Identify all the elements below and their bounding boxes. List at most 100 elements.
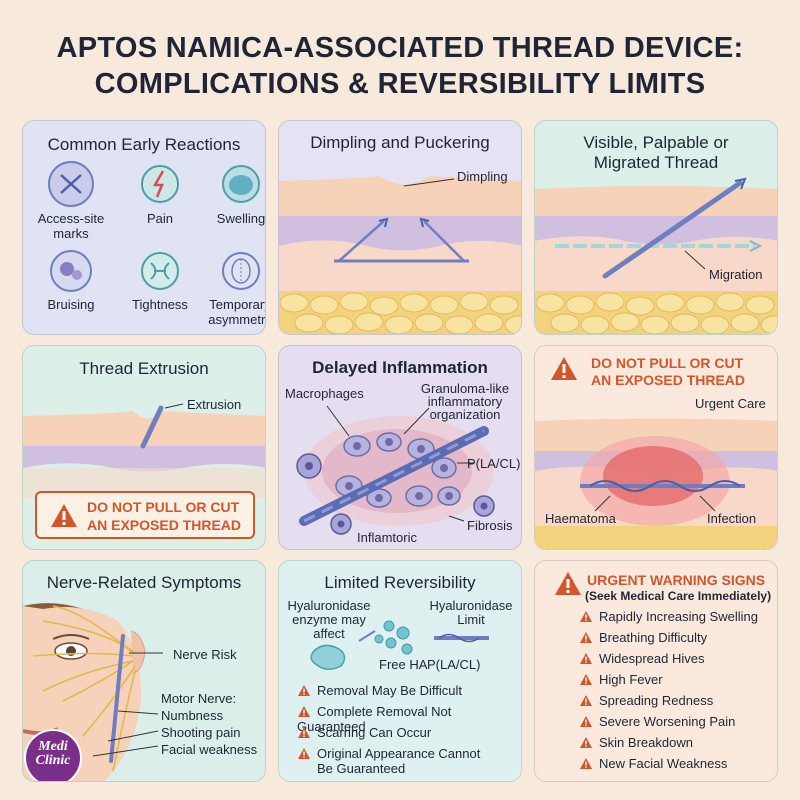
enzyme-line2: enzyme may (292, 612, 366, 627)
warning-icon (579, 694, 593, 707)
panel-migrated-thread: Visible, Palpable or Migrated Thread Mig… (534, 120, 778, 335)
panel-delayed-inflammation: Delayed Inflammation Macrophages Granulo… (278, 345, 522, 550)
warning-sign-item: Breathing Difficulty (579, 630, 707, 645)
enzyme-icon (310, 644, 346, 670)
sign-text: Rapidly Increasing Swelling (599, 609, 758, 624)
point-text: Complete Removal Not Guaranteed (297, 704, 452, 734)
enzyme-line3: affect (313, 626, 345, 641)
panel-title: Limited Reversibility (324, 573, 476, 592)
inflammation-diagram (296, 405, 495, 535)
warning-sign-item: New Facial Weakness (579, 756, 727, 771)
sign-text: Severe Worsening Pain (599, 714, 736, 729)
panel-nerve-symptoms: Nerve-Related Symptoms Nerve Risk Motor … (22, 560, 266, 782)
warning-icon (579, 757, 593, 770)
panel-haematoma-infection: DO NOT PULL OR CUT AN EXPOSED THREAD Urg… (534, 345, 778, 550)
reversibility-diagram (310, 620, 489, 670)
warning-line2: AN EXPOSED THREAD (591, 372, 746, 388)
warning-icon (579, 652, 593, 665)
warning-icon (51, 504, 77, 527)
limit-line1: Hyaluronidase (429, 598, 513, 613)
item-pain: Pain (146, 211, 174, 226)
haematoma-label: Haematoma (545, 511, 616, 526)
macrophages-label: Macrophages (285, 386, 364, 401)
facial-weakness-label: Facial weakness (161, 742, 258, 757)
warning-sign-item: Severe Worsening Pain (579, 714, 735, 729)
item-tightness: Tightness (132, 297, 188, 312)
reversibility-point: Removal May Be Difficult (297, 683, 462, 698)
panel-title: Common Early Reactions (47, 135, 241, 154)
signs-subtitle: (Seek Medical Care Immediately) (585, 589, 772, 603)
warning-icon (297, 726, 311, 739)
point-text: Original Appearance Cannot (317, 746, 481, 761)
warning-sign-item: Spreading Redness (579, 693, 713, 708)
granuloma-label: Granuloma-like inflammatory organization (407, 381, 521, 422)
medi-clinic-logo (24, 729, 82, 781)
early-reactions-icons (48, 161, 260, 292)
extrusion-label: Extrusion (187, 397, 242, 412)
sign-text: Breathing Difficulty (599, 630, 708, 645)
migration-label: Migration (709, 267, 763, 282)
nerve-risk-label: Nerve Risk (173, 647, 237, 662)
limit-line2: Limit (457, 612, 485, 627)
panel-title: Nerve-Related Symptoms (46, 573, 242, 592)
material-label: P(LA/CL) (467, 456, 521, 471)
warning-sign-item: Widespread Hives (579, 651, 705, 666)
extrusion-warning-box: DO NOT PULL OR CUT AN EXPOSED THREAD (35, 491, 255, 539)
warning-icon (579, 715, 593, 728)
fibrosis-label: Fibrosis (467, 518, 513, 533)
granuloma-line2: inflammatory (427, 394, 503, 409)
panel-thread-extrusion: Thread Extrusion Extrusion DO NOT PULL O… (22, 345, 266, 550)
warning-icon (579, 736, 593, 749)
panel-title: Delayed Inflammation (312, 358, 488, 377)
dimpling-label: Dimpling (457, 169, 508, 184)
dimpling-diagram (279, 176, 521, 334)
item-access-site: Access-site marks (37, 211, 105, 241)
granuloma-line3: organization (429, 407, 501, 422)
panel-title-line2: Migrated Thread (593, 153, 719, 172)
warning-sign-item: Skin Breakdown (579, 735, 693, 750)
warning-icon (297, 684, 311, 697)
motor-nerve-label: Motor Nerve: (161, 691, 237, 706)
face-nerve-diagram (23, 603, 163, 781)
panel-title-line1: Visible, Palpable or (583, 133, 729, 152)
limit-label: Hyaluronidase Limit (419, 598, 521, 627)
point-text: Be Guaranteed (317, 761, 406, 776)
sign-text: Spreading Redness (599, 693, 714, 708)
signs-title: URGENT WARNING SIGNS (587, 572, 766, 588)
warning-sign-item: Rapidly Increasing Swelling (579, 609, 758, 624)
warning-icon (551, 357, 577, 380)
warning-icon (297, 747, 311, 760)
shooting-pain-label: Shooting pain (161, 725, 241, 740)
sign-text: New Facial Weakness (599, 756, 728, 771)
enzyme-label: Hyaluronidase enzyme may affect (279, 599, 379, 641)
warning-sign-item: High Fever (579, 672, 663, 687)
main-title-line2: COMPLICATIONS & REVERSIBILITY LIMITS (94, 68, 706, 100)
urgent-care-label: Urgent Care (695, 396, 766, 411)
material-label: P(LA/CL) (427, 657, 481, 672)
panel-early-reactions: Common Early Reactions Access-site marks… (22, 120, 266, 335)
inflamtoric-label: Inflamtoric (357, 530, 417, 545)
logo-text: Medi Clinic (25, 740, 81, 768)
reversibility-point: Scarring Can Occur (297, 725, 431, 740)
reversibility-point: Original Appearance Cannot (297, 746, 480, 761)
warning-icon (579, 610, 593, 623)
free-ha-label: Free HA (379, 657, 428, 672)
numbness-label: Numbness (161, 708, 224, 723)
point-text: Removal May Be Difficult (317, 683, 462, 698)
panel-title: Thread Extrusion (79, 359, 209, 378)
main-title-line1: APTOS NAMICA-ASSOCIATED THREAD DEVICE: (56, 32, 744, 64)
granuloma-line1: Granuloma-like (420, 381, 510, 396)
migrated-diagram (535, 177, 777, 334)
warning-line1: DO NOT PULL OR CUT (87, 499, 240, 515)
panel-urgent-warning-signs: URGENT WARNING SIGNS (Seek Medical Care … (534, 560, 778, 782)
warning-icon (579, 673, 593, 686)
infection-label: Infection (707, 511, 757, 526)
item-asymmetry: Temporary asymmetry (208, 297, 266, 327)
warning-line1: DO NOT PULL OR CUT (591, 355, 744, 371)
reversibility-point-cont: Be Guaranteed (317, 761, 405, 776)
warning-icon (579, 631, 593, 644)
panel-title: Dimpling and Puckering (310, 133, 490, 152)
panel-limited-reversibility: Limited Reversibility Hyaluronidase enzy… (278, 560, 522, 782)
panel-dimpling: Dimpling and Puckering Dimpling (278, 120, 522, 335)
sign-text: High Fever (599, 672, 663, 687)
